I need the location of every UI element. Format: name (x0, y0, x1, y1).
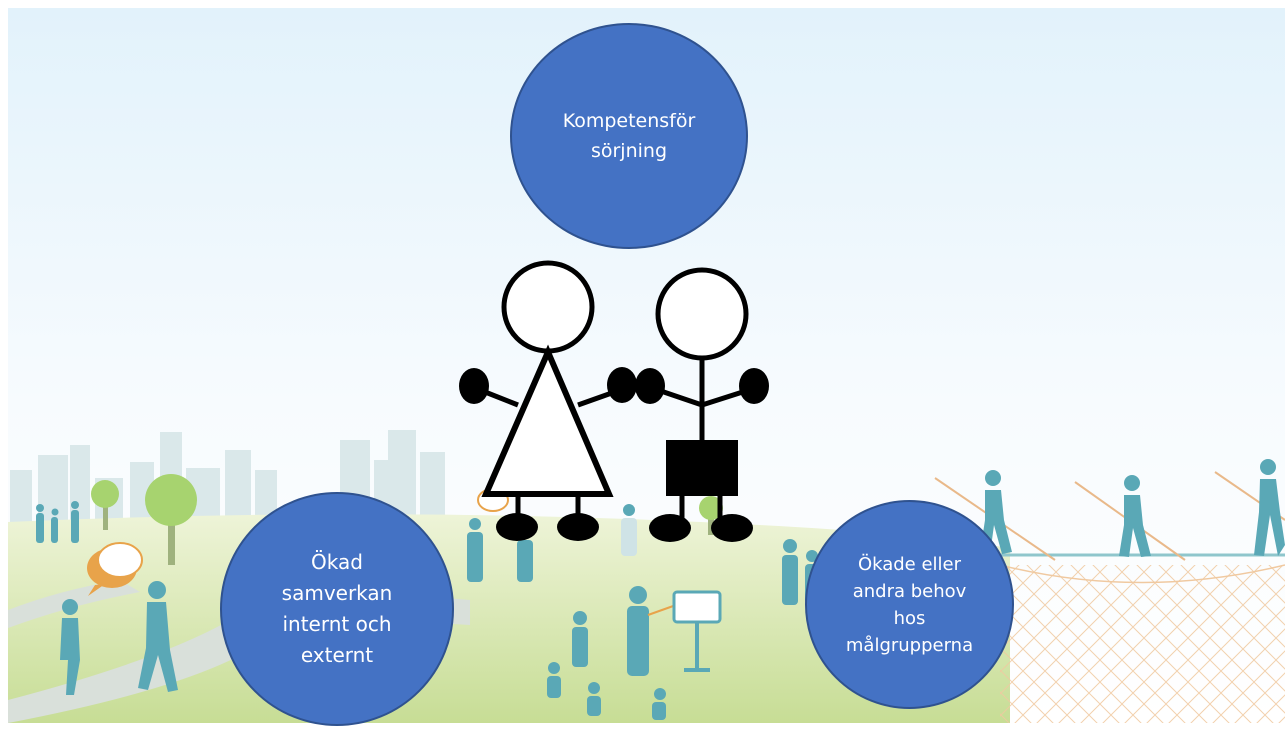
node-target-group-needs: Ökade eller andra behov hos målgrupperna (805, 500, 1014, 709)
node-label: Ökad samverkan internt och externt (281, 550, 393, 667)
signboard-icon (672, 590, 722, 672)
node-label: Ökade eller andra behov hos målgrupperna (845, 553, 974, 656)
tree-icon (91, 474, 723, 565)
path (8, 595, 470, 723)
boy-stick-figure (635, 267, 769, 542)
person-icon (36, 459, 1285, 720)
node-label: Kompetensför sörjning (562, 110, 696, 162)
girl-stick-figure (459, 260, 637, 541)
node-collaboration: Ökad samverkan internt och externt (220, 492, 454, 726)
node-competence-supply: Kompetensför sörjning (510, 23, 748, 249)
